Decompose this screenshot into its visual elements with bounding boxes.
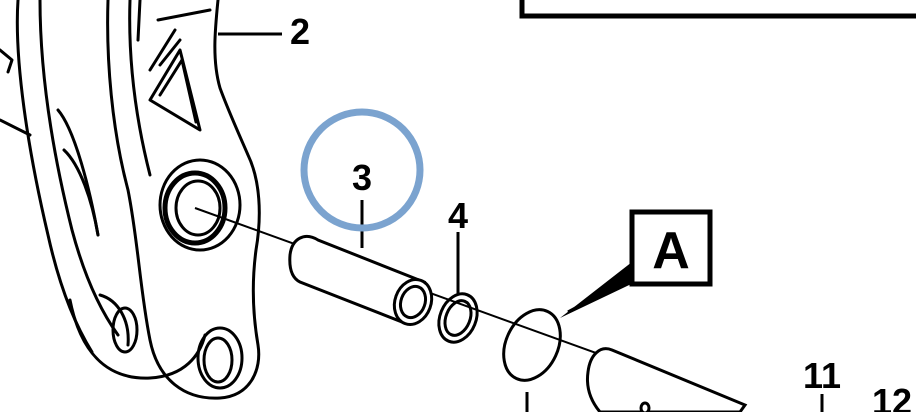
leader-arrow-a [560,262,644,318]
callout-3: 3 [352,157,372,198]
callout-11: 11 [803,355,841,396]
callout-4: 4 [448,195,468,236]
part-4-ring [437,292,479,344]
detail-frame [519,0,916,19]
swing-arm [0,0,261,400]
detail-a-box [629,209,713,287]
o-ring-seal [502,308,562,382]
highlight-circle [300,108,424,232]
callout-2: 2 [290,11,310,52]
leader-lines [218,32,824,412]
part-3-bushing [288,235,434,326]
part-11-pin [586,347,748,412]
callout-12: 12 [872,381,912,412]
callout-a: A [652,222,690,280]
